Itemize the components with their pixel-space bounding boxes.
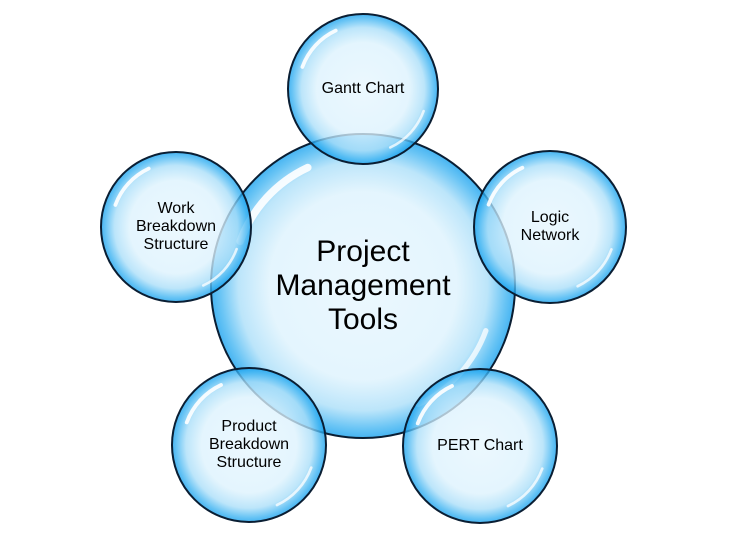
satellite-gantt <box>287 13 439 165</box>
satellite-wbs <box>100 151 252 303</box>
satellite-gantt-shine <box>300 28 338 69</box>
satellite-logic-network-shine <box>486 165 525 207</box>
satellite-pbs-shine <box>275 466 313 507</box>
satellite-pert <box>402 368 558 524</box>
satellite-pert-circle <box>402 368 558 524</box>
satellite-logic-network <box>473 150 627 304</box>
satellite-wbs-circle <box>100 151 252 303</box>
satellite-wbs-shine <box>113 166 151 207</box>
satellite-pert-shine <box>415 384 454 426</box>
satellite-gantt-shine <box>388 109 425 149</box>
satellite-pbs <box>171 367 327 523</box>
satellite-wbs-shine <box>201 247 238 287</box>
satellite-pbs-circle <box>171 367 327 523</box>
satellite-pbs-shine <box>184 383 223 425</box>
satellite-logic-network-circle <box>473 150 627 304</box>
satellite-pert-shine <box>506 467 544 508</box>
satellite-logic-network-shine <box>576 248 613 288</box>
satellite-gantt-circle <box>287 13 439 165</box>
